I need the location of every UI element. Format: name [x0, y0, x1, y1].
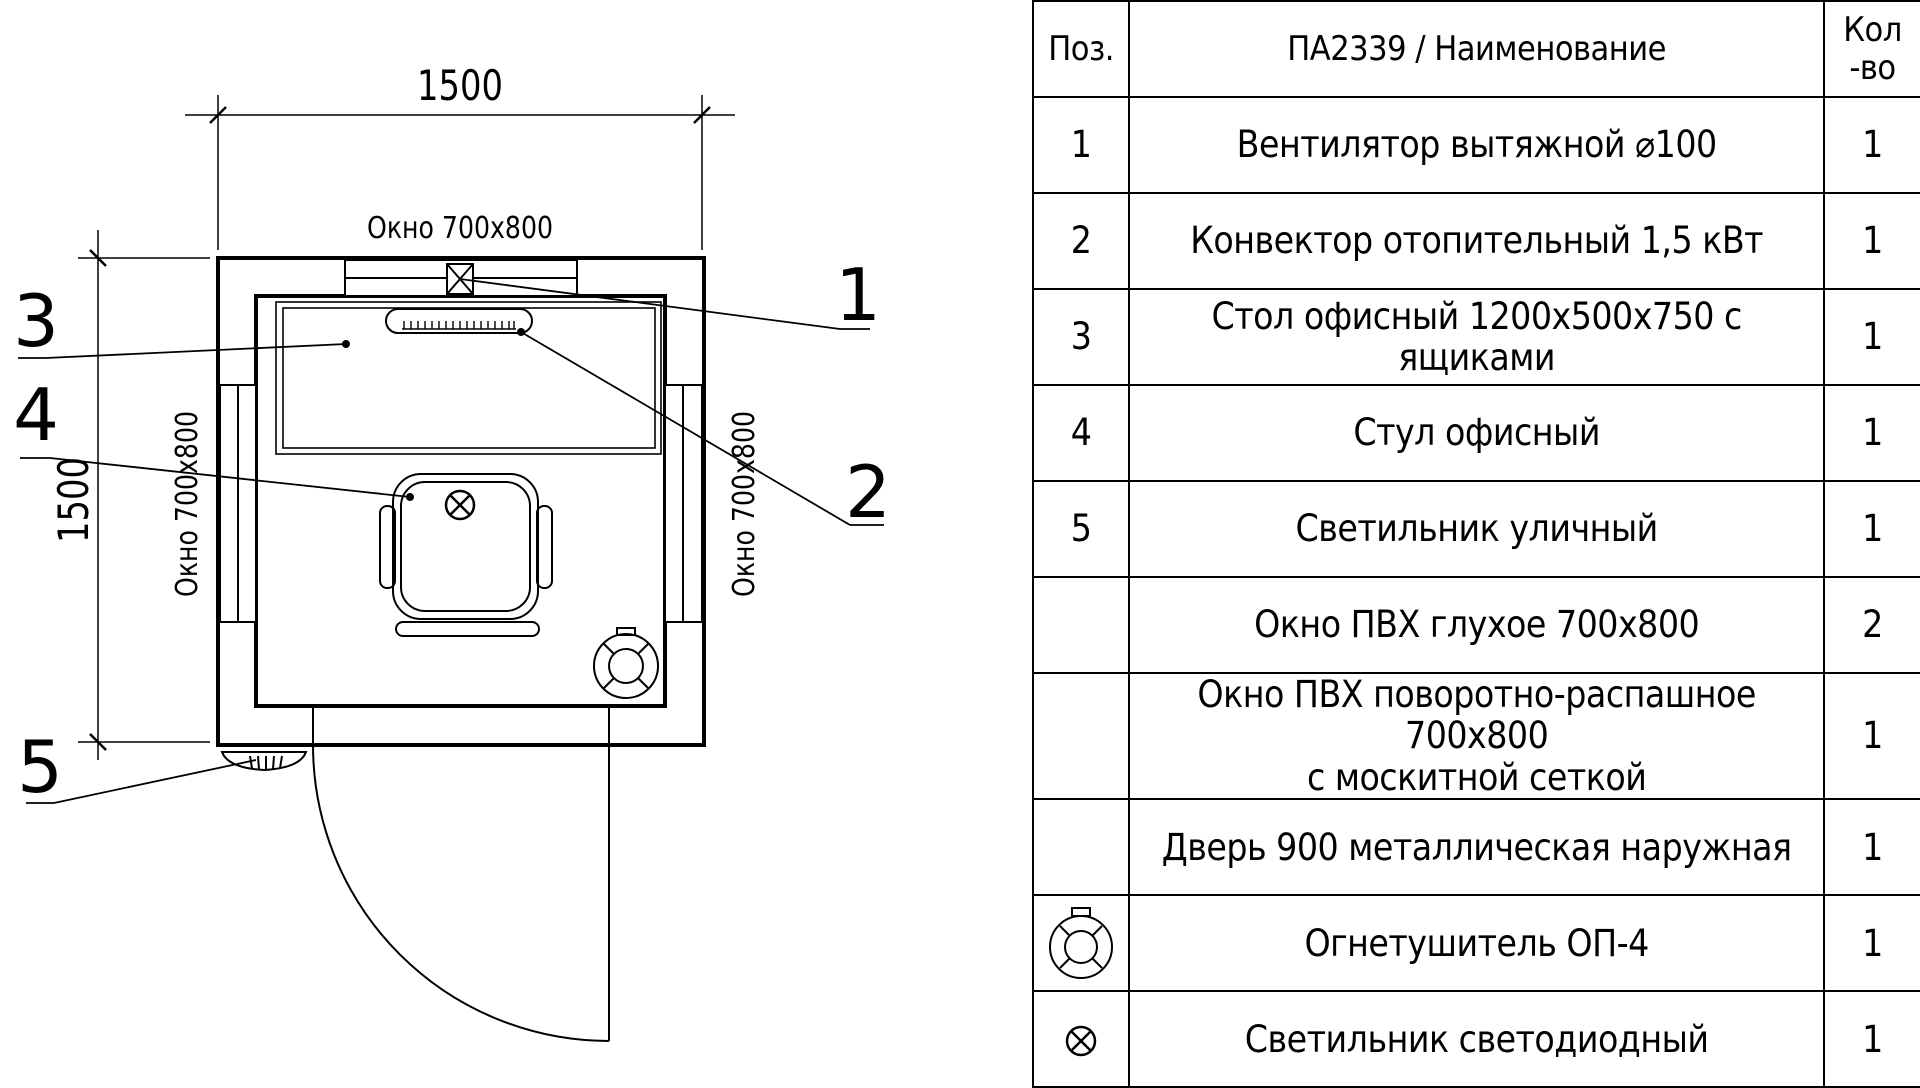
header-qty-line2: -во [1849, 48, 1896, 88]
row-name: Конвектор отопительный 1,5 кВт [1128, 192, 1826, 290]
row-qty: 1 [1823, 384, 1920, 482]
callout-5: 5 [17, 725, 63, 809]
header-pos: Поз. [1031, 0, 1131, 98]
dimension-width-label: 1500 [417, 61, 503, 110]
row-qty: 1 [1823, 798, 1920, 897]
table-header-row: Поз. ПА2339 / Наименование Кол -во [1031, 0, 1920, 98]
dimension-height-label: 1500 [49, 457, 98, 543]
row-name: Окно ПВХ глухое 700х800 [1128, 576, 1826, 674]
table-row: 3 Стол офисный 1200х500х750 с ящиками 1 [1031, 288, 1920, 386]
dimension-height [78, 230, 210, 760]
row-pos [1031, 798, 1131, 897]
row-pos [1031, 990, 1131, 1088]
table-row: 5 Светильник уличный 1 [1031, 480, 1920, 578]
street-light-icon [220, 751, 308, 772]
table-row: Светильник светодиодный 1 [1031, 990, 1920, 1088]
window-right-label: Окно 700х800 [727, 411, 762, 597]
row-pos [1031, 671, 1131, 801]
row-qty: 1 [1823, 894, 1920, 993]
table-row: Огнетушитель ОП-4 1 [1031, 894, 1920, 993]
table-row: Окно ПВХ глухое 700х800 2 [1031, 576, 1920, 674]
header-qty-line1: Кол [1843, 9, 1902, 50]
row-pos: 5 [1031, 480, 1131, 578]
extinguisher-icon [1049, 907, 1114, 980]
row-pos: 2 [1031, 192, 1131, 290]
chair [379, 473, 553, 637]
row-name: Стол офисный 1200х500х750 с ящиками [1128, 288, 1826, 386]
callout-1: 1 [835, 253, 881, 337]
row-qty: 1 [1823, 480, 1920, 578]
row-qty: 1 [1823, 288, 1920, 386]
led-light-icon [1065, 1025, 1097, 1057]
floor-plan: 1500 1500 Окно 700х800 Окно 700х800 Окно… [13, 61, 891, 1042]
door [312, 706, 610, 1042]
dimension-width [185, 95, 735, 250]
table-row: 4 Стул офисный 1 [1031, 384, 1920, 482]
table-row: Окно ПВХ поворотно-распашное 700х800 с м… [1031, 671, 1920, 801]
callout-3: 3 [13, 279, 59, 363]
row-qty: 1 [1823, 96, 1920, 194]
window-left [219, 384, 257, 623]
led-light-icon [444, 489, 476, 521]
row-pos [1031, 576, 1131, 674]
row-name-line2: с москитной сеткой [1306, 755, 1647, 799]
row-pos [1031, 894, 1131, 993]
extinguisher-icon [593, 627, 659, 699]
header-qty: Кол -во [1823, 0, 1920, 98]
callout-4: 4 [13, 373, 59, 457]
header-name: ПА2339 / Наименование [1128, 0, 1826, 98]
row-pos: 4 [1031, 384, 1131, 482]
row-name: Огнетушитель ОП-4 [1128, 894, 1826, 993]
row-pos: 3 [1031, 288, 1131, 386]
leader-lines [18, 278, 884, 804]
row-qty: 1 [1823, 990, 1920, 1088]
callout-2: 2 [845, 450, 891, 534]
specification-table: Поз. ПА2339 / Наименование Кол -во 1 Вен… [1031, 0, 1920, 1088]
row-name: Дверь 900 металлическая наружная [1128, 798, 1826, 897]
row-name: Стул офисный [1128, 384, 1826, 482]
row-qty: 1 [1823, 192, 1920, 290]
row-qty: 2 [1823, 576, 1920, 674]
window-top-label: Окно 700х800 [367, 211, 553, 246]
row-name: Окно ПВХ поворотно-распашное 700х800 с м… [1128, 671, 1826, 801]
row-name: Светильник светодиодный [1128, 990, 1826, 1088]
row-pos: 1 [1031, 96, 1131, 194]
table-row: 1 Вентилятор вытяжной ⌀100 1 [1031, 96, 1920, 194]
window-right [664, 384, 703, 623]
row-name: Вентилятор вытяжной ⌀100 [1128, 96, 1826, 194]
table-row: 2 Конвектор отопительный 1,5 кВт 1 [1031, 192, 1920, 290]
table-row: Дверь 900 металлическая наружная 1 [1031, 798, 1920, 897]
convector-icon [385, 308, 533, 334]
row-name-line1: Окно ПВХ поворотно-распашное 700х800 [1197, 673, 1756, 758]
outer-wall [216, 256, 706, 747]
row-name: Светильник уличный [1128, 480, 1826, 578]
window-left-label: Окно 700х800 [170, 411, 205, 597]
row-qty: 1 [1823, 671, 1920, 801]
